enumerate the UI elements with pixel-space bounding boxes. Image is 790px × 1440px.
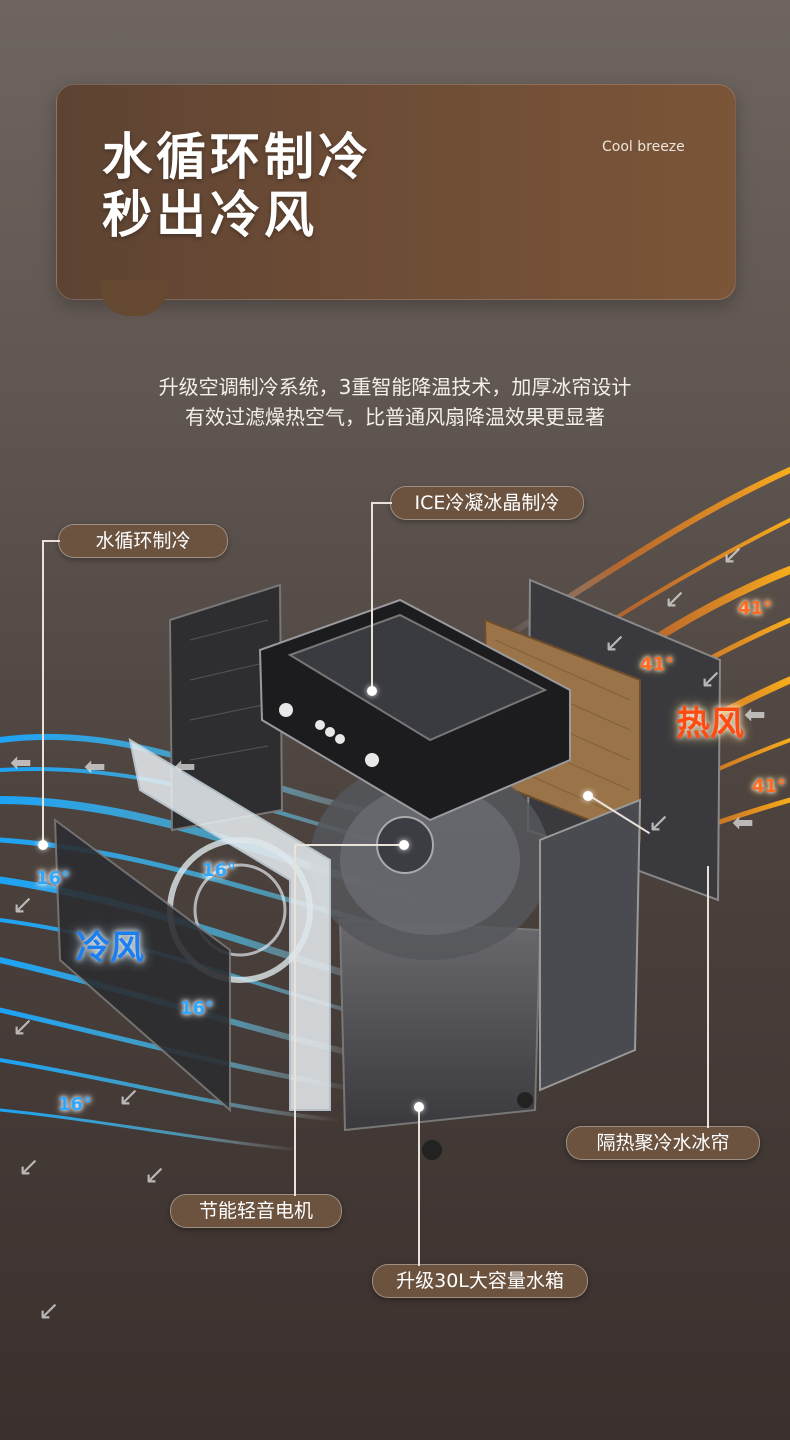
callout-line [371,502,373,688]
callout-water-cycle: 水循环制冷 [58,524,228,558]
hero-title-line2: 秒出冷风 [102,186,318,244]
cool-temp-label: 16° [180,998,215,1019]
airflow-arrow-icon: ↙ [18,1152,40,1182]
airflow-arrow-icon: ↙ [604,628,626,658]
airflow-arrow-icon: ↙ [722,540,744,570]
callout-dot [38,840,48,850]
airflow-arrow-icon: ↙ [12,1012,34,1042]
hot-temp-label: 41° [640,654,675,675]
hero-card [56,84,736,300]
callout-dot [367,686,377,696]
callout-motor: 节能轻音电机 [170,1194,342,1228]
airflow-arrow-icon: ⬅ [84,752,106,782]
callout-line [42,540,44,844]
hero-tag: Cool breeze [602,139,685,155]
airflow-arrow-icon: ⬅ [732,808,754,838]
callout-line [294,844,404,846]
airflow-arrow-icon: ⬅ [744,700,766,730]
callout-line [294,844,296,1196]
airflow-arrow-icon: ⬅ [174,752,196,782]
callout-insulation-curtain: 隔热聚冷水冰帘 [566,1126,760,1160]
hero-title-line1: 水循环制冷 [102,128,372,186]
callout-dot [399,840,409,850]
callout-line [707,866,709,1128]
feature-description: 升级空调制冷系统，3重智能降温技术，加厚冰帘设计 有效过滤燥热空气，比普通风扇降… [0,372,790,432]
airflow-arrow-icon: ↙ [700,664,722,694]
airflow-arrow-icon: ↙ [118,1082,140,1112]
callout-line [42,540,60,542]
callout-line [372,502,392,504]
airflow-arrow-icon: ↙ [648,808,670,838]
airflow-arrow-icon: ↙ [38,1296,60,1326]
callout-line [418,1106,420,1266]
callout-water-tank: 升级30L大容量水箱 [372,1264,588,1298]
airflow-arrow-icon: ↙ [664,584,686,614]
callout-ice-condense: ICE冷凝冰晶制冷 [390,486,584,520]
hero-title: 水循环制冷 秒出冷风 [102,128,372,244]
airflow-arrow-icon: ↙ [144,1160,166,1190]
callout-dot [414,1102,424,1112]
cool-air-label: 冷风 [76,928,144,968]
cool-temp-label: 16° [36,868,71,889]
description-line2: 有效过滤燥热空气，比普通风扇降温效果更显著 [185,405,605,429]
airflow-arrow-icon: ⬅ [10,748,32,778]
airflow-arrow-icon: ↙ [12,890,34,920]
description-line1: 升级空调制冷系统，3重智能降温技术，加厚冰帘设计 [158,375,632,399]
hot-air-label: 热风 [676,704,744,744]
cool-temp-label: 16° [58,1094,93,1115]
callout-dot [583,791,593,801]
hot-temp-label: 41° [752,776,787,797]
cool-temp-label: 16° [202,860,237,881]
hot-temp-label: 41° [738,598,773,619]
